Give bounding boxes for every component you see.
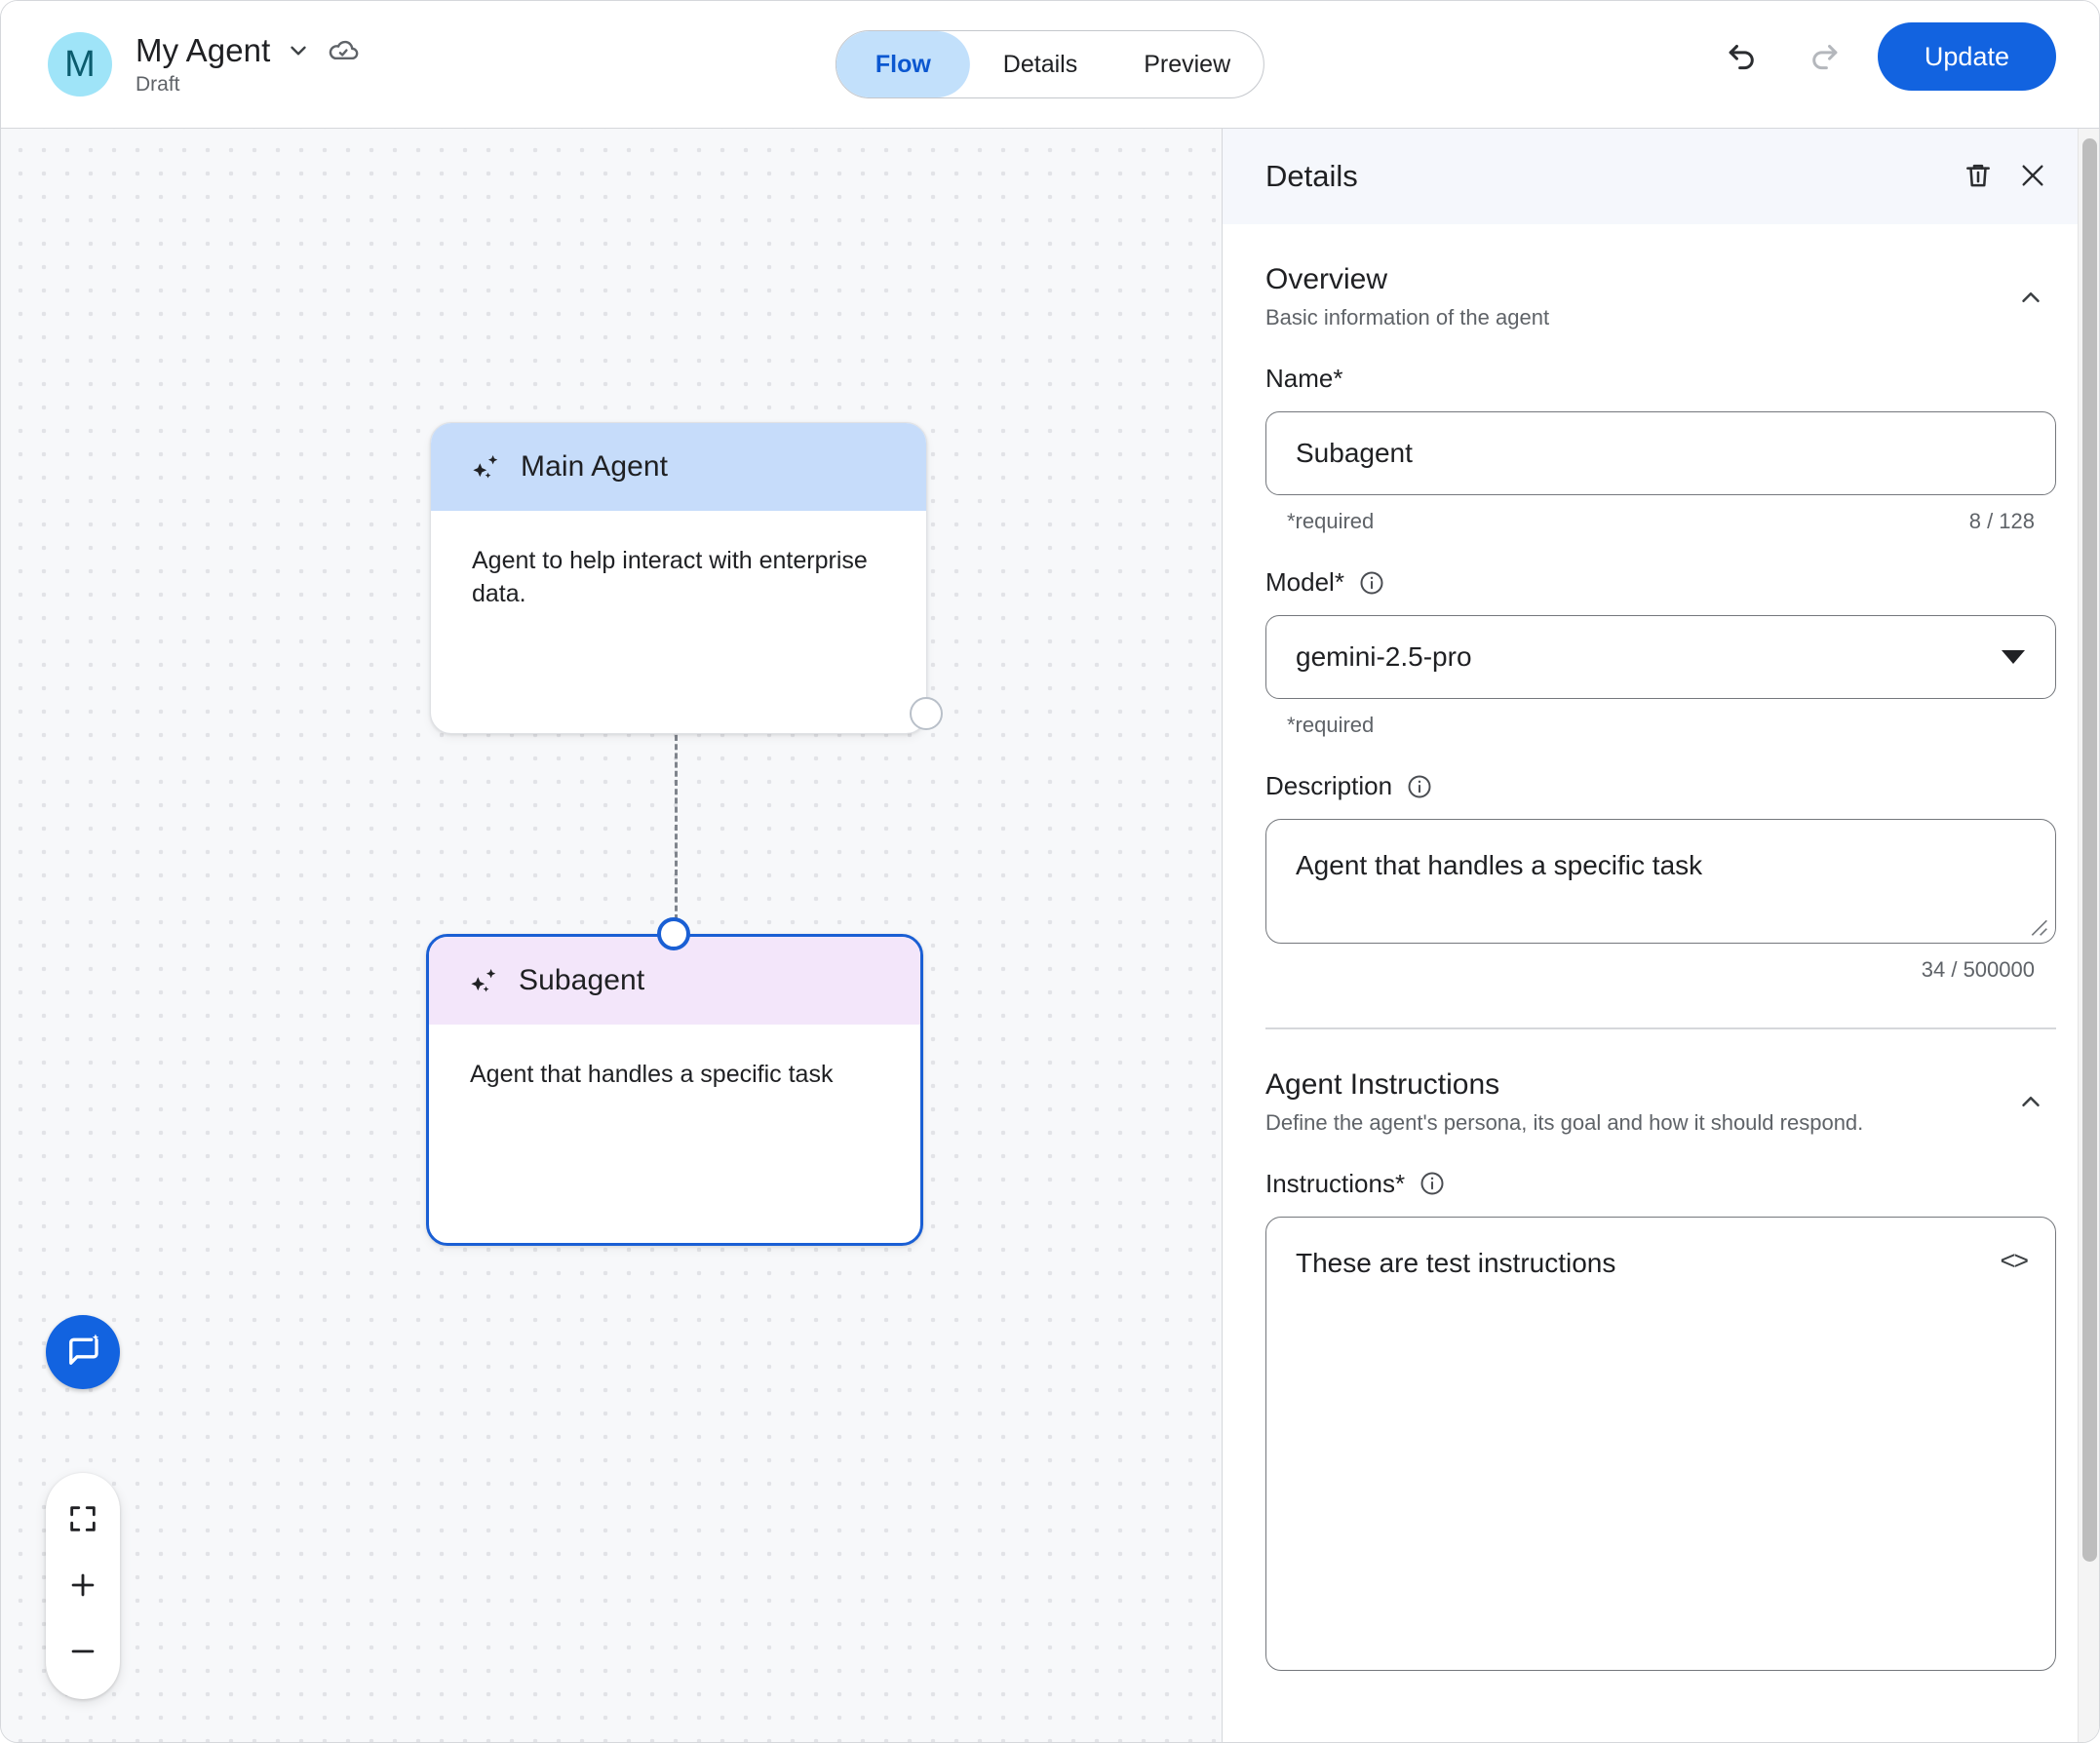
edge-main-to-subagent — [675, 735, 678, 920]
model-select[interactable] — [1265, 615, 2056, 699]
node-header: Main Agent — [431, 423, 926, 511]
node-body: Agent that handles a specific task — [429, 1025, 920, 1091]
agent-instructions-title: Agent Instructions — [1265, 1067, 1500, 1101]
sparkle-icon — [472, 451, 503, 483]
tab-flow[interactable]: Flow — [836, 31, 970, 97]
agent-instructions-heading-text: Agent Instructions Define the agent's pe… — [1265, 1068, 2005, 1136]
app-header: M My Agent Draft — [1, 1, 2099, 129]
panel-scrollbar-track[interactable] — [2078, 129, 2099, 1742]
model-label-row: Model* — [1265, 567, 2056, 598]
delete-button[interactable] — [1951, 149, 2005, 204]
node-description: Agent to help interact with enterprise d… — [472, 547, 868, 607]
agent-instructions-section-header: Agent Instructions Define the agent's pe… — [1265, 1029, 2056, 1136]
undo-icon — [1724, 37, 1761, 77]
trash-icon — [1963, 160, 1994, 194]
agent-instructions-subtitle: Define the agent's persona, its goal and… — [1265, 1109, 1864, 1135]
model-label: Model* — [1265, 567, 1344, 597]
details-panel: Details — [1222, 129, 2099, 1742]
connection-handle-subagent-top[interactable] — [657, 917, 690, 950]
details-panel-header: Details — [1223, 129, 2099, 224]
instructions-label: Instructions* — [1265, 1168, 1406, 1198]
overview-section-header: Overview Basic information of the agent — [1265, 224, 2056, 330]
description-textarea-wrap — [1265, 819, 2056, 944]
header-actions: Update — [1714, 22, 2056, 91]
agent-status: Draft — [136, 73, 180, 96]
view-tabs: Flow Details Preview — [835, 30, 1265, 98]
name-required-note: *required — [1287, 509, 1375, 533]
page-title: My Agent — [136, 32, 271, 68]
code-view-toggle-icon[interactable]: <> — [1996, 1242, 2031, 1280]
info-icon[interactable] — [1358, 569, 1385, 597]
close-panel-button[interactable] — [2005, 149, 2060, 204]
connection-handle-main-right[interactable] — [910, 697, 943, 730]
avatar: M — [48, 32, 112, 97]
agent-title-row: My Agent — [136, 32, 360, 69]
fit-screen-icon — [66, 1502, 99, 1538]
details-panel-title: Details — [1265, 159, 1358, 193]
description-label-row: Description — [1265, 771, 2056, 801]
undo-button[interactable] — [1714, 28, 1770, 85]
assist-chat-button[interactable] — [46, 1315, 120, 1389]
info-icon[interactable] — [1419, 1170, 1446, 1197]
name-label: Name* — [1265, 364, 1343, 393]
tab-group: Flow Details Preview — [835, 30, 1265, 98]
chat-sparkle-icon — [62, 1331, 103, 1375]
tab-preview[interactable]: Preview — [1110, 31, 1264, 97]
node-body: Agent to help interact with enterprise d… — [431, 511, 926, 610]
panel-scrollbar-thumb[interactable] — [2082, 138, 2097, 1562]
node-description: Agent that handles a specific task — [470, 1061, 834, 1088]
update-button[interactable]: Update — [1877, 22, 2056, 91]
agent-instructions-collapse-button[interactable] — [2005, 1078, 2056, 1129]
overview-collapse-button[interactable] — [2005, 273, 2056, 324]
zoom-controls — [46, 1473, 120, 1699]
description-textarea[interactable] — [1265, 819, 2056, 944]
chevron-up-icon — [2016, 1087, 2045, 1119]
instructions-label-row: Instructions* — [1265, 1169, 2056, 1199]
instructions-field-group: Instructions* <> — [1265, 1169, 2056, 1671]
minus-icon — [66, 1635, 99, 1671]
name-meta-row: *required 8 / 128 — [1265, 509, 2056, 534]
name-field-group: Name* *required 8 / 128 — [1265, 364, 2056, 534]
redo-button[interactable] — [1796, 28, 1852, 85]
agent-brand: M My Agent Draft — [48, 32, 360, 97]
model-select-wrap — [1265, 615, 2056, 699]
info-icon[interactable] — [1406, 773, 1433, 800]
fit-screen-button[interactable] — [54, 1491, 112, 1549]
overview-heading-text: Overview Basic information of the agent — [1265, 263, 2005, 330]
zoom-out-button[interactable] — [54, 1623, 112, 1682]
agent-identity: My Agent Draft — [136, 32, 360, 97]
plus-icon — [66, 1569, 99, 1605]
description-label: Description — [1265, 771, 1393, 800]
sparkle-icon — [470, 965, 501, 996]
node-main-agent[interactable]: Main Agent Agent to help interact with e… — [430, 422, 927, 734]
section-divider — [1265, 1027, 2056, 1029]
description-field-group: Description — [1265, 771, 2056, 983]
node-title: Main Agent — [521, 450, 669, 483]
node-header: Subagent — [429, 937, 920, 1025]
flow-canvas[interactable]: Main Agent Agent to help interact with e… — [1, 129, 1222, 1742]
details-panel-body[interactable]: Overview Basic information of the agent … — [1223, 224, 2099, 1742]
cloud-saved-icon — [327, 34, 360, 67]
node-title: Subagent — [519, 964, 645, 996]
name-label-row: Name* — [1265, 364, 2056, 394]
overview-subtitle: Basic information of the agent — [1265, 305, 1550, 329]
name-counter: 8 / 128 — [1968, 509, 2035, 533]
model-meta-row: *required — [1265, 713, 2056, 738]
zoom-in-button[interactable] — [54, 1557, 112, 1615]
chevron-up-icon — [2016, 283, 2045, 315]
model-field-group: Model* *required — [1265, 567, 2056, 738]
description-meta-row: 34 / 500000 — [1265, 957, 2056, 983]
chevron-down-icon[interactable] — [286, 38, 311, 63]
close-icon — [2017, 160, 2048, 194]
instructions-textarea[interactable] — [1265, 1216, 2056, 1671]
tab-details[interactable]: Details — [970, 31, 1110, 97]
redo-icon — [1806, 37, 1843, 77]
node-subagent[interactable]: Subagent Agent that handles a specific t… — [426, 934, 923, 1246]
overview-title: Overview — [1265, 263, 1388, 295]
instructions-textarea-wrap: <> — [1265, 1216, 2056, 1671]
name-input[interactable] — [1265, 411, 2056, 495]
model-required-note: *required — [1287, 713, 1375, 737]
description-counter: 34 / 500000 — [1921, 957, 2035, 982]
